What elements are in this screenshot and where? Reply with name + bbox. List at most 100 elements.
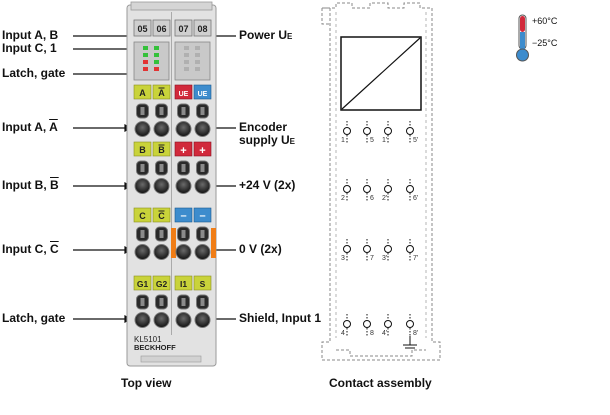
label-text: supply U bbox=[239, 133, 290, 147]
assembly-contact-number: 5 bbox=[370, 137, 374, 144]
tab-text: – bbox=[180, 210, 186, 222]
brand-logo: BECKHOFF bbox=[134, 343, 176, 352]
wire-entry-hole[interactable] bbox=[153, 178, 170, 194]
caption-top-view: Top view bbox=[121, 376, 172, 390]
push-slot-spring bbox=[200, 230, 205, 238]
assembly-contact-number: 2' bbox=[382, 195, 387, 202]
label-input-c-1: Input C, 1 bbox=[2, 41, 57, 55]
ground-symbol bbox=[403, 336, 417, 349]
thermo-bulb bbox=[516, 48, 529, 62]
label-tab-minus bbox=[193, 207, 212, 223]
label-tab-c bbox=[133, 207, 152, 223]
assembly-outline bbox=[321, 2, 441, 361]
number-tab bbox=[133, 19, 152, 37]
led-off bbox=[195, 53, 200, 57]
push-slot-spring bbox=[200, 107, 205, 115]
label-tab-a bbox=[133, 84, 152, 100]
assembly-contact-number: 1' bbox=[382, 137, 387, 144]
assembly-contact bbox=[363, 185, 371, 193]
assembly-contact bbox=[384, 185, 392, 193]
thermo-hot bbox=[520, 16, 525, 32]
label-strip-row-1: A A UE UE bbox=[133, 84, 212, 100]
terminal-number-05: 05 bbox=[137, 24, 147, 34]
number-tab bbox=[152, 19, 171, 37]
led-green bbox=[143, 46, 148, 50]
label-input-b-bbar: Input B, B bbox=[2, 179, 59, 192]
terminal-number-07: 07 bbox=[178, 24, 188, 34]
bottom-rail bbox=[336, 349, 426, 357]
push-slot-spring bbox=[140, 298, 145, 306]
wire-entry-hole[interactable] bbox=[175, 121, 192, 137]
assembly-contact bbox=[363, 127, 371, 135]
assembly-contact bbox=[384, 245, 392, 253]
assembly-contact bbox=[406, 185, 414, 193]
spring-contacts bbox=[134, 103, 211, 328]
assembly-top-notch bbox=[321, 8, 330, 25]
led-off bbox=[195, 60, 200, 64]
wire-entry-hole[interactable] bbox=[175, 178, 192, 194]
wire-entry-hole[interactable] bbox=[134, 312, 151, 328]
label-overline-letter: C bbox=[50, 242, 59, 256]
label-tab-plus bbox=[193, 141, 212, 157]
label-tab-plus bbox=[174, 141, 193, 157]
wire-entry-hole[interactable] bbox=[153, 121, 170, 137]
wire-entry-hole[interactable] bbox=[153, 312, 170, 328]
assembly-contact-number: 7 bbox=[370, 255, 374, 262]
assembly-contact bbox=[406, 245, 414, 253]
thermometer-icon: +60°C −25°C bbox=[516, 14, 558, 62]
led-off bbox=[195, 46, 200, 50]
assembly-contact-number: 6 bbox=[370, 195, 374, 202]
wire-entry-hole[interactable] bbox=[134, 244, 151, 260]
led-green bbox=[154, 46, 159, 50]
led-green bbox=[154, 60, 159, 64]
assembly-contact-number: 6' bbox=[413, 195, 418, 202]
terminal-top-clip bbox=[130, 1, 213, 11]
wire-entry-hole[interactable] bbox=[175, 312, 192, 328]
tab-text: UE bbox=[198, 91, 208, 98]
label-0v: 0 V (2x) bbox=[239, 242, 282, 256]
wire-entry-hole[interactable] bbox=[175, 244, 192, 260]
led-off bbox=[184, 53, 189, 57]
number-tab bbox=[193, 19, 212, 37]
wire-entry-hole[interactable] bbox=[194, 178, 211, 194]
wire-entry-hole[interactable] bbox=[134, 178, 151, 194]
assembly-contact-number: 4' bbox=[382, 330, 387, 337]
wire-entry-hole[interactable] bbox=[153, 244, 170, 260]
assembly-contact bbox=[406, 127, 414, 135]
wire-entry-hole[interactable] bbox=[194, 244, 211, 260]
led-red bbox=[143, 67, 148, 71]
assembly-contact bbox=[343, 127, 351, 135]
label-strip-row-4: G1 G2 I1 S bbox=[133, 275, 212, 291]
number-tab bbox=[174, 19, 193, 37]
label-input-a-abar: Input A, A bbox=[2, 121, 58, 134]
tab-text: A bbox=[158, 88, 165, 98]
wire-entry-hole[interactable] bbox=[194, 121, 211, 137]
label-encoder: Encoder bbox=[239, 120, 288, 134]
label-subscript: E bbox=[289, 137, 296, 146]
label-tab-ue-blue bbox=[193, 84, 212, 100]
label-24v: +24 V (2x) bbox=[239, 178, 296, 192]
label-tab-a-bar bbox=[152, 84, 171, 100]
wire-entry-hole[interactable] bbox=[194, 312, 211, 328]
assembly-contact-number: 7' bbox=[413, 255, 418, 262]
wire-entry-hole[interactable] bbox=[134, 121, 151, 137]
temp-low: −25°C bbox=[532, 38, 558, 48]
push-slot-spring bbox=[181, 164, 186, 172]
push-slot-spring bbox=[159, 230, 164, 238]
assembly-contact-number: 4 bbox=[341, 330, 345, 337]
model-number: KL5101 bbox=[134, 335, 162, 344]
top-number-tabs: 05 06 07 08 bbox=[133, 19, 212, 37]
label-tab-b bbox=[133, 141, 152, 157]
label-shield-input1: Shield, Input 1 bbox=[239, 311, 322, 325]
temp-high: +60°C bbox=[532, 16, 558, 26]
assembly-contact-number: 8' bbox=[413, 330, 418, 337]
orange-release-lever[interactable] bbox=[171, 228, 176, 258]
orange-release-lever[interactable] bbox=[211, 228, 216, 258]
status-leds bbox=[143, 46, 200, 71]
assembly-contact-number: 3 bbox=[341, 255, 345, 262]
push-slot-spring bbox=[159, 164, 164, 172]
tab-text: I1 bbox=[180, 279, 187, 289]
thermo-cold bbox=[520, 32, 525, 49]
